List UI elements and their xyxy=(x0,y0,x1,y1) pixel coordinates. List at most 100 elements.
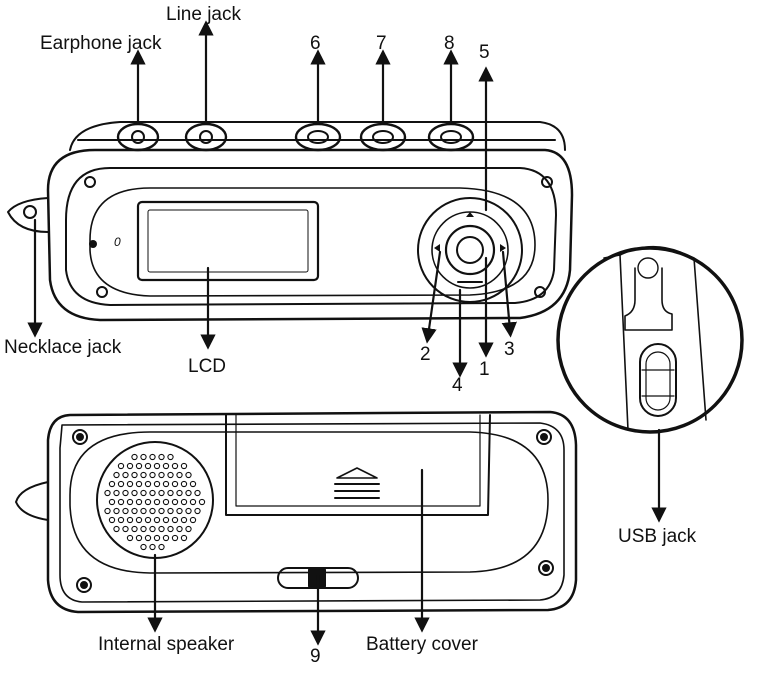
speaker-hole xyxy=(140,453,147,461)
speaker-hole xyxy=(117,498,125,506)
speaker-hole xyxy=(122,489,129,497)
speaker-hole xyxy=(126,516,134,524)
speaker-hole xyxy=(117,480,125,488)
speaker-hole xyxy=(135,480,143,488)
speaker-hole xyxy=(176,471,183,479)
speaker-hole xyxy=(131,525,138,533)
speaker-hole xyxy=(126,534,134,542)
speaker-hole xyxy=(162,498,170,506)
speaker-hole xyxy=(126,498,134,506)
speaker-hole xyxy=(153,534,161,542)
label-earphone-jack: Earphone jack xyxy=(40,33,162,54)
speaker-hole xyxy=(126,480,134,488)
speaker-hole xyxy=(149,471,156,479)
speaker-hole xyxy=(185,507,192,515)
speaker-hole xyxy=(131,471,138,479)
speaker-hole xyxy=(113,525,120,533)
label-usb-jack: USB jack xyxy=(618,526,697,547)
jog-dial[interactable] xyxy=(417,197,523,303)
lcd-side-mark: 0 xyxy=(114,235,121,249)
speaker-hole xyxy=(185,489,192,497)
speaker-hole xyxy=(149,453,156,461)
speaker-hole xyxy=(108,516,116,524)
label-number-7: 7 xyxy=(376,33,387,54)
player-back-view xyxy=(15,410,578,614)
speaker-hole xyxy=(180,480,188,488)
speaker-hole xyxy=(113,471,120,479)
speaker-hole xyxy=(189,516,197,524)
speaker-hole xyxy=(189,480,197,488)
speaker-hole xyxy=(140,507,147,515)
speaker-hole xyxy=(144,480,152,488)
speaker-hole xyxy=(162,516,170,524)
label-lcd: LCD xyxy=(188,356,227,377)
button-6[interactable] xyxy=(294,122,342,152)
speaker-hole xyxy=(162,480,170,488)
speaker-hole xyxy=(135,534,143,542)
speaker-hole xyxy=(171,462,179,470)
speaker-hole xyxy=(144,516,152,524)
speaker-hole xyxy=(113,507,120,515)
speaker-hole xyxy=(108,480,116,488)
speaker-hole xyxy=(162,534,170,542)
player-front-view xyxy=(7,121,574,322)
speaker-hole xyxy=(180,534,188,542)
speaker-hole xyxy=(149,543,156,551)
speaker-hole xyxy=(153,480,161,488)
speaker-hole xyxy=(180,498,188,506)
button-8[interactable] xyxy=(427,122,475,152)
speaker-hole xyxy=(117,462,125,470)
speaker-hole xyxy=(131,453,138,461)
speaker-hole xyxy=(122,525,129,533)
speaker-hole xyxy=(144,462,152,470)
speaker-hole xyxy=(158,471,165,479)
speaker-hole xyxy=(180,516,188,524)
speaker-hole xyxy=(176,525,183,533)
label-number-1: 1 xyxy=(479,359,490,380)
speaker-hole xyxy=(198,498,206,506)
speaker-hole xyxy=(135,462,143,470)
lcd-screen xyxy=(136,200,320,282)
speaker-hole xyxy=(149,507,156,515)
speaker-hole xyxy=(153,516,161,524)
button-7[interactable] xyxy=(359,122,407,152)
speaker-hole xyxy=(140,525,147,533)
speaker-hole xyxy=(140,471,147,479)
label-number-3: 3 xyxy=(504,339,515,360)
speaker-hole xyxy=(167,489,174,497)
speaker-hole xyxy=(171,534,179,542)
speaker-hole xyxy=(135,498,143,506)
speaker-hole xyxy=(167,525,174,533)
speaker-hole xyxy=(180,462,188,470)
speaker-hole xyxy=(108,498,116,506)
speaker-hole xyxy=(176,507,183,515)
speaker-hole xyxy=(158,543,165,551)
speaker-hole xyxy=(122,507,129,515)
label-number-8: 8 xyxy=(444,33,455,54)
speaker-hole xyxy=(176,489,183,497)
usb-jack-inset xyxy=(556,245,744,434)
speaker-hole xyxy=(171,498,179,506)
speaker-hole xyxy=(140,489,147,497)
label-internal-speaker: Internal speaker xyxy=(98,634,235,655)
line-jack[interactable] xyxy=(184,122,228,152)
speaker-hole xyxy=(158,453,165,461)
speaker-hole xyxy=(144,534,152,542)
battery-cover-panel[interactable] xyxy=(225,414,491,516)
speaker-hole xyxy=(167,507,174,515)
speaker-hole xyxy=(171,480,179,488)
speaker-hole xyxy=(171,516,179,524)
earphone-jack[interactable] xyxy=(116,122,160,152)
speaker-hole xyxy=(144,498,152,506)
speaker-hole xyxy=(167,453,174,461)
label-number-5: 5 xyxy=(479,42,490,63)
speaker-hole xyxy=(140,543,147,551)
speaker-hole xyxy=(158,507,165,515)
label-number-6: 6 xyxy=(310,33,321,54)
speaker-hole xyxy=(153,498,161,506)
speaker-hole xyxy=(185,525,192,533)
speaker-hole xyxy=(158,489,165,497)
speaker-hole xyxy=(158,525,165,533)
